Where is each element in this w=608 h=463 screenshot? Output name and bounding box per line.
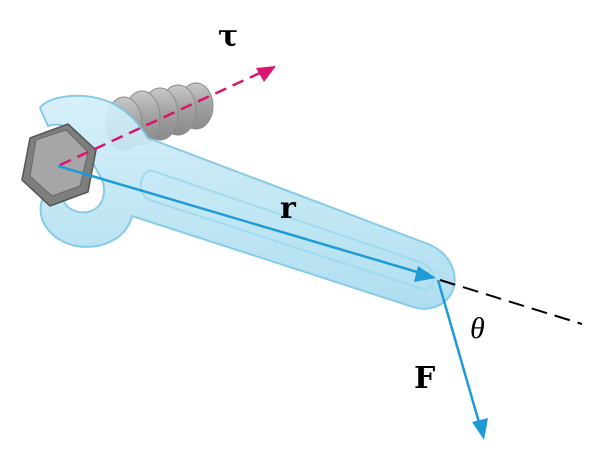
angle-label: θ	[470, 312, 485, 345]
position-vector	[57, 164, 436, 282]
force-label: F	[414, 361, 435, 396]
position-label: r	[280, 191, 297, 226]
reference-line	[439, 279, 583, 325]
torque-vector	[59, 66, 276, 167]
wrench-handle-highlight	[140, 168, 435, 292]
wrench-icon	[38, 94, 456, 310]
force-vector	[436, 279, 488, 440]
torque-label: τ	[218, 19, 238, 54]
